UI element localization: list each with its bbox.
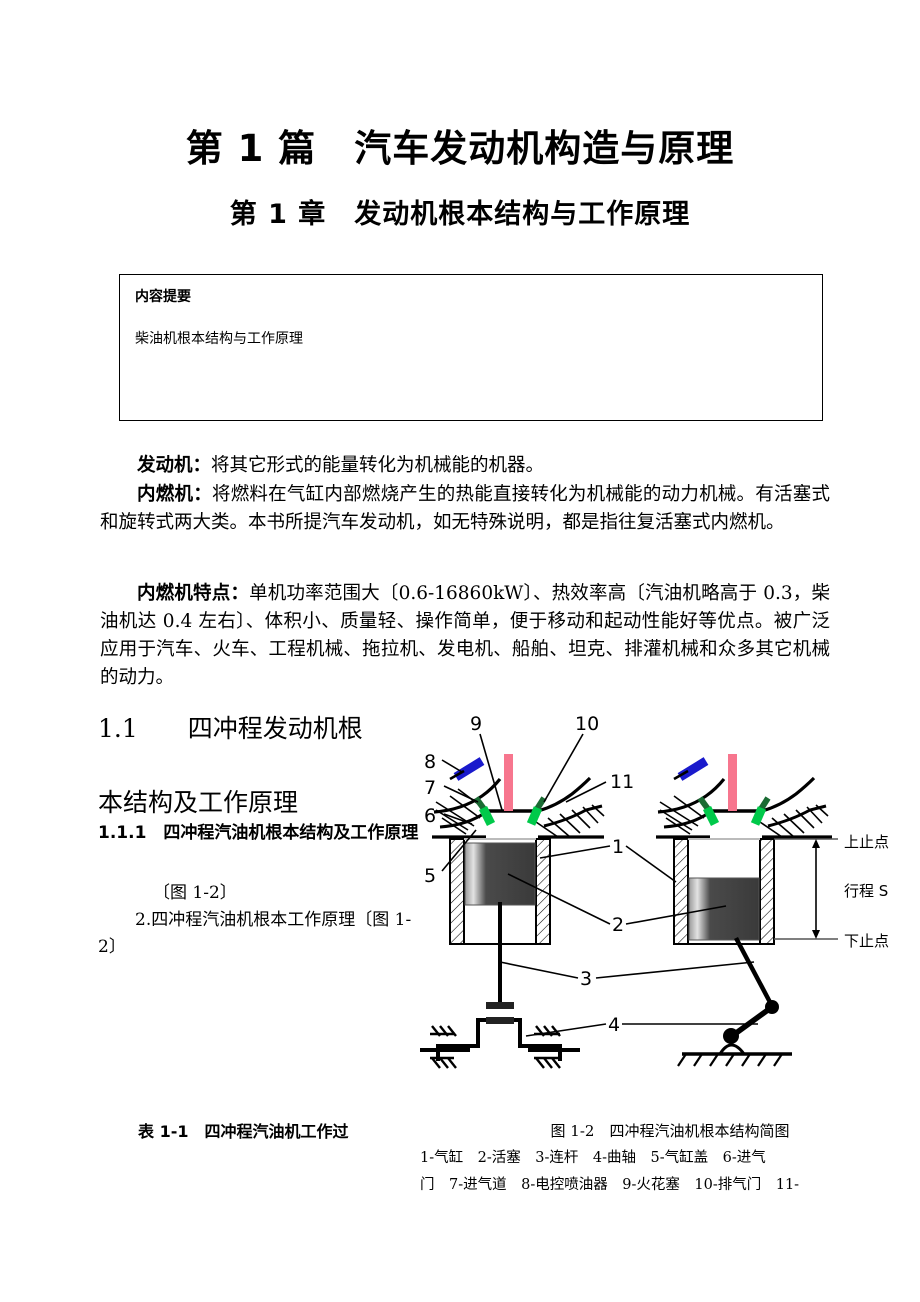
paragraph-engine-text: 将其它形式的能量转化为机械能的机器。 — [211, 455, 545, 476]
engine-schematic-figure: 上止点 行程 S 下止点 — [420, 706, 920, 1116]
left-crank-mechanism — [420, 1002, 580, 1069]
callout-number-1: 1 — [612, 836, 624, 858]
figure-legend-line-1: 1-气缸 2-活塞 3-连杆 4-曲轴 5-气缸盖 6-进气 — [420, 1150, 766, 1166]
callout-number-8: 8 — [424, 751, 436, 773]
paragraph-features-label: 内燃机特点： — [137, 583, 250, 604]
right-piston — [688, 877, 760, 941]
table-label-1-1: 表 1-1 四冲程汽油机工作过 — [138, 1122, 349, 1141]
stroke-arrow-top — [812, 839, 820, 848]
paragraph-ice-definition: 内燃机：将燃料在气缸内部燃烧产生的热能直接转化为机械能的动力机械。有活塞式和旋转… — [100, 481, 830, 537]
left-crank-web — [436, 1018, 562, 1061]
subtext-figure-reference: 〔图 1-2〕 — [153, 883, 237, 903]
left-head-hatching-right — [535, 804, 605, 838]
right-ground-hatch — [677, 1053, 783, 1067]
callout-number-group: 8 9 10 7 11 6 5 1 2 3 4 — [424, 713, 634, 1036]
callout-leader-lines — [441, 733, 758, 1037]
callout-number-4: 4 — [608, 1014, 620, 1036]
right-intake-valve-icon — [697, 796, 720, 827]
paragraph-ice-label: 内燃机： — [137, 484, 212, 505]
figure-caption: 图 1-2 四冲程汽油机根本结构简图 1-气缸 2-活塞 3-连杆 4-曲轴 5… — [420, 1118, 920, 1199]
right-injector-stem — [673, 769, 689, 781]
callout-number-2: 2 — [612, 914, 624, 936]
right-bearing-mount — [718, 1043, 746, 1055]
figure-legend-line-2: 门 7-进气道 8-电控喷油器 9-火花塞 10-排气门 11- — [420, 1177, 800, 1193]
paragraph-engine-label: 发动机： — [137, 455, 212, 476]
callout-number-9: 9 — [470, 713, 482, 735]
left-cylinder-wall-left — [449, 838, 465, 945]
callout-number-6: 6 — [424, 805, 436, 827]
right-head-outer-curve — [657, 777, 726, 814]
left-piston — [464, 842, 536, 906]
summary-box-heading: 内容提要 — [135, 289, 191, 305]
section-heading-1-1-line2: 本结构及工作原理 — [98, 788, 299, 817]
left-head-right-curve — [537, 776, 592, 813]
stroke-dimension — [774, 838, 838, 940]
right-connecting-rod — [734, 936, 774, 1008]
right-cylinder-assembly — [656, 754, 832, 1067]
right-crank-throw — [730, 1004, 774, 1039]
callout-number-5: 5 — [424, 865, 436, 887]
stroke-label: 行程 S — [844, 882, 888, 900]
right-head-right-curve — [761, 776, 816, 813]
left-crank-pin — [486, 1002, 514, 1009]
spark-plug-icon — [504, 754, 513, 811]
callout-number-3: 3 — [580, 968, 592, 990]
left-crank-journal — [486, 1017, 514, 1024]
right-head-hatching-right — [759, 804, 829, 838]
figure-caption-title: 图 1-2 四冲程汽油机根本结构简图 — [550, 1122, 790, 1140]
paragraph-engine-definition: 发动机：将其它形式的能量转化为机械能的机器。 — [100, 452, 830, 480]
tdc-label: 上止点 — [844, 833, 889, 851]
right-exhaust-valve-icon — [750, 796, 771, 826]
page-subtitle: 第 1 章 发动机根本结构与工作原理 — [229, 199, 691, 230]
engine-schematic-svg: 上止点 行程 S 下止点 — [420, 713, 889, 1069]
right-crank-center — [723, 1028, 739, 1044]
exhaust-valve-icon — [526, 796, 547, 826]
stroke-arrow-bottom — [812, 930, 820, 939]
right-spark-plug-icon — [728, 754, 737, 811]
summary-box: 内容提要 柴油机根本结构与工作原理 — [119, 274, 823, 421]
paragraph-ice-features: 内燃机特点：单机功率范围大〔0.6-16860kW〕、热效率高〔汽油机略高于 0… — [100, 580, 830, 692]
left-cylinder-assembly — [432, 754, 605, 1006]
callout-number-7: 7 — [424, 777, 436, 799]
right-cylinder-wall-right — [759, 838, 775, 945]
section-heading-1-1-line1: 1.1 四冲程发动机根 — [98, 714, 363, 743]
intake-valve-icon — [473, 796, 496, 827]
paragraph-features-text: 单机功率范围大〔0.6-16860kW〕、热效率高〔汽油机略高于 0.3，柴油机… — [100, 583, 830, 688]
paragraph-ice-text: 将燃料在气缸内部燃烧产生的热能直接转化为机械能的动力机械。有活塞式和旋转式两大类… — [100, 484, 830, 533]
callout-number-11: 11 — [610, 771, 634, 793]
section-heading-1-1-1: 1.1.1 四冲程汽油机根本结构及工作原理 — [98, 823, 419, 843]
summary-box-body: 柴油机根本结构与工作原理 — [135, 331, 303, 347]
bdc-label: 下止点 — [844, 932, 889, 950]
callout-number-10: 10 — [575, 713, 599, 735]
right-cylinder-wall-left — [673, 838, 689, 945]
subtext-item-2: 2.四冲程汽油机根本工作原理〔图 1-2〕 — [98, 910, 412, 957]
page-title: 第 1 篇 汽车发动机构造与原理 — [185, 127, 735, 170]
